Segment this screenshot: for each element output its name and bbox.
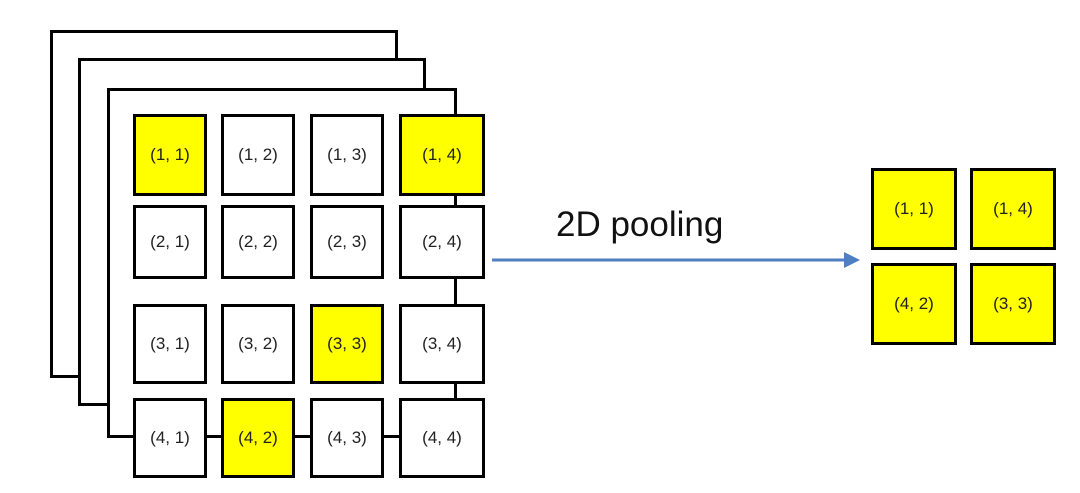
right-arrow-icon [492, 252, 860, 268]
input-cell-2-4: (2, 4) [399, 205, 485, 279]
output-cell-1-2: (1, 4) [970, 168, 1056, 250]
output-cell-2-1: (4, 2) [871, 263, 957, 345]
input-cell-1-4: (1, 4) [399, 114, 485, 196]
input-cell-1-1: (1, 1) [133, 114, 207, 196]
input-cell-3-1: (3, 1) [133, 304, 207, 384]
input-cell-2-2: (2, 2) [221, 205, 295, 279]
input-cell-3-2: (3, 2) [221, 304, 295, 384]
output-cell-2-2: (3, 3) [970, 263, 1056, 345]
input-cell-3-3: (3, 3) [310, 304, 384, 384]
input-cell-1-3: (1, 3) [310, 114, 384, 196]
pooling-label: 2D pooling [556, 205, 724, 244]
input-cell-1-2: (1, 2) [221, 114, 295, 196]
output-cell-1-1: (1, 1) [871, 168, 957, 250]
input-cell-4-4: (4, 4) [399, 398, 485, 478]
input-cell-4-1: (4, 1) [133, 398, 207, 478]
input-cell-2-3: (2, 3) [310, 205, 384, 279]
input-cell-4-2: (4, 2) [221, 398, 295, 478]
input-cell-2-1: (2, 1) [133, 205, 207, 279]
input-cell-3-4: (3, 4) [399, 304, 485, 384]
input-cell-4-3: (4, 3) [310, 398, 384, 478]
